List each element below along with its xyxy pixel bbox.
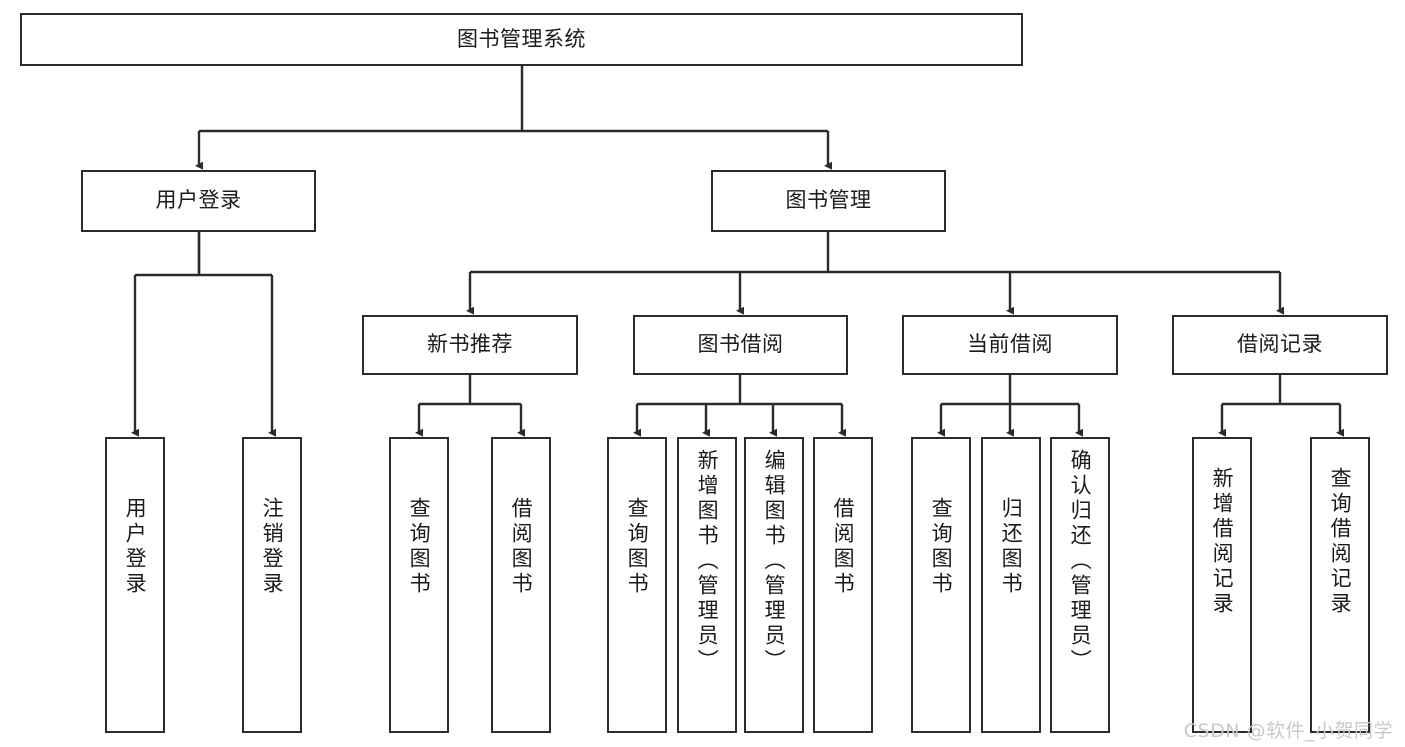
leaf-current-confirm-return-label: 确认归还（管理员） xyxy=(1068,449,1093,674)
leaf-record-add-record-label: 新增借阅记录 xyxy=(1210,467,1235,617)
node-root[interactable]: 图书管理系统 xyxy=(20,13,1023,66)
node-new-book-recommend[interactable]: 新书推荐 xyxy=(362,315,578,375)
leaf-recommend-query-book-label: 查询图书 xyxy=(407,497,432,597)
leaf-record-query-record-label: 查询借阅记录 xyxy=(1328,467,1353,617)
node-root-label: 图书管理系统 xyxy=(457,26,586,51)
leaf-borrow-add-book[interactable]: 新增图书（管理员） xyxy=(677,437,737,733)
leaf-user-login-login-label: 用户登录 xyxy=(123,497,148,597)
leaf-recommend-borrow-book-label: 借阅图书 xyxy=(509,497,534,597)
leaf-current-return-book[interactable]: 归还图书 xyxy=(981,437,1041,733)
leaf-record-query-record[interactable]: 查询借阅记录 xyxy=(1310,437,1370,733)
node-book-borrow-label: 图书借阅 xyxy=(697,332,784,357)
leaf-user-login-login[interactable]: 用户登录 xyxy=(105,437,165,733)
leaf-current-query-book-label: 查询图书 xyxy=(929,497,954,597)
node-user-login[interactable]: 用户登录 xyxy=(81,170,316,232)
leaf-borrow-edit-book[interactable]: 编辑图书（管理员） xyxy=(744,437,804,733)
node-current-borrow[interactable]: 当前借阅 xyxy=(902,315,1118,375)
leaf-recommend-borrow-book[interactable]: 借阅图书 xyxy=(491,437,551,733)
leaf-borrow-borrow-book-label: 借阅图书 xyxy=(831,497,856,597)
node-borrow-record[interactable]: 借阅记录 xyxy=(1172,315,1388,375)
node-new-book-recommend-label: 新书推荐 xyxy=(427,332,513,357)
node-borrow-record-label: 借阅记录 xyxy=(1237,332,1323,357)
leaf-user-login-logout-label: 注销登录 xyxy=(260,497,285,597)
node-book-borrow[interactable]: 图书借阅 xyxy=(633,315,848,375)
leaf-current-query-book[interactable]: 查询图书 xyxy=(911,437,971,733)
leaf-record-add-record[interactable]: 新增借阅记录 xyxy=(1192,437,1252,733)
leaf-recommend-query-book[interactable]: 查询图书 xyxy=(389,437,449,733)
leaf-borrow-query-book-label: 查询图书 xyxy=(625,497,650,597)
node-book-management[interactable]: 图书管理 xyxy=(711,170,946,232)
leaf-current-return-book-label: 归还图书 xyxy=(999,497,1024,597)
leaf-user-login-logout[interactable]: 注销登录 xyxy=(242,437,302,733)
leaf-borrow-add-book-label: 新增图书（管理员） xyxy=(695,449,720,674)
csdn-watermark: CSDN @软件_小贺同学 xyxy=(1183,720,1393,742)
node-user-login-label: 用户登录 xyxy=(155,188,242,213)
node-current-borrow-label: 当前借阅 xyxy=(967,332,1053,357)
leaf-borrow-borrow-book[interactable]: 借阅图书 xyxy=(813,437,873,733)
leaf-borrow-query-book[interactable]: 查询图书 xyxy=(607,437,667,733)
node-book-management-label: 图书管理 xyxy=(785,188,872,213)
leaf-current-confirm-return[interactable]: 确认归还（管理员） xyxy=(1050,437,1110,733)
leaf-borrow-edit-book-label: 编辑图书（管理员） xyxy=(762,449,787,674)
